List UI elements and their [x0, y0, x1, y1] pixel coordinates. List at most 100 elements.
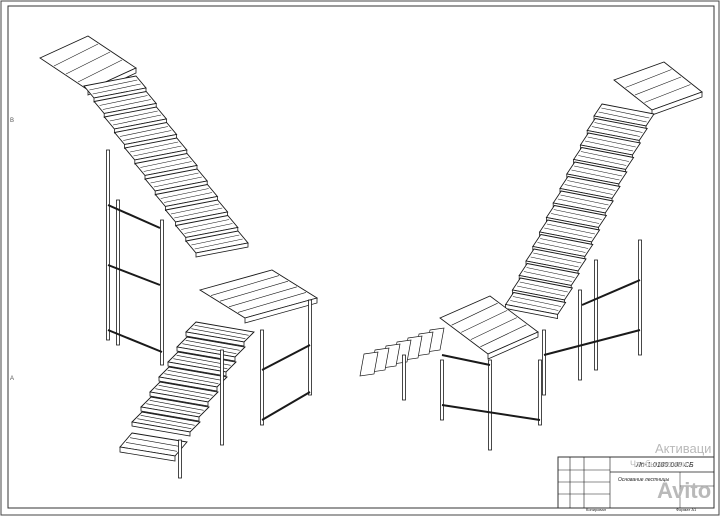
tread-slat	[102, 99, 151, 110]
tread-slat	[191, 328, 246, 339]
title-block	[557, 456, 715, 509]
frame-post	[261, 344, 311, 371]
tread-slat	[140, 415, 195, 426]
frame-post	[178, 439, 182, 479]
tread-slat	[461, 310, 508, 333]
right-staircase	[359, 61, 703, 451]
tread-slat	[587, 136, 636, 148]
frame-post	[261, 391, 311, 421]
frame-post	[107, 264, 161, 286]
tread-slat	[530, 256, 579, 268]
drawing-title: Основание лестницы	[618, 477, 670, 483]
left-staircase	[39, 35, 319, 479]
title-block-frame	[557, 456, 715, 509]
zone-mark-b: В	[10, 118, 15, 124]
tread-slat	[598, 111, 647, 123]
tread-slat	[125, 442, 178, 452]
drawing-designation: Лп-1.0180.000 СБ	[636, 462, 694, 469]
tread-slat	[119, 126, 168, 137]
tread-slat	[644, 84, 691, 103]
tread-slat	[219, 280, 289, 302]
tread-slat	[551, 213, 600, 224]
tread-slat	[184, 223, 233, 234]
tread-slat	[185, 340, 240, 351]
stair-riser	[185, 331, 245, 347]
frame-post	[488, 359, 492, 451]
format-label: Формат А1	[676, 507, 697, 512]
frame-post	[106, 149, 110, 341]
tread-slat	[594, 122, 643, 133]
tread-slat	[150, 172, 199, 184]
stair-riser	[244, 297, 318, 324]
tread-slat	[470, 317, 517, 340]
frame-post	[542, 329, 546, 396]
stair-riser	[140, 406, 200, 422]
tread-slat	[173, 358, 228, 369]
tread-slat	[210, 275, 280, 296]
tread-slat	[574, 165, 623, 177]
stair-riser	[158, 376, 218, 392]
tread-slat	[228, 286, 298, 308]
frame-post	[578, 289, 582, 381]
tread-slat	[140, 157, 189, 168]
stair-riser	[195, 242, 249, 258]
tread-slat	[155, 388, 210, 399]
frame-post	[107, 204, 161, 229]
tread-slat	[167, 370, 222, 381]
tread-slat	[510, 300, 559, 311]
frame-post	[581, 279, 641, 306]
tread-slat	[77, 59, 123, 83]
frame-post	[308, 299, 312, 396]
tread-slat	[567, 180, 616, 191]
tread-slat	[546, 223, 595, 235]
frame-post	[440, 359, 444, 421]
tread-slat	[571, 169, 620, 181]
tread-slat	[540, 238, 589, 249]
tread-slat	[191, 234, 240, 246]
tread-slat	[451, 302, 498, 326]
stair-tread	[198, 269, 319, 319]
tread-slat	[517, 285, 566, 297]
tread-slat	[585, 140, 634, 152]
stair-riser	[131, 421, 191, 437]
frame-post	[160, 219, 164, 366]
tread-slat	[564, 184, 613, 195]
tread-slat	[130, 141, 179, 153]
tread-slat	[143, 161, 192, 172]
frame-post	[116, 199, 120, 346]
tread-slat	[158, 385, 213, 396]
tread-slat	[153, 176, 202, 188]
watermark-line-1: Активаци	[655, 441, 712, 456]
tread-slat	[237, 292, 307, 313]
tread-slat	[89, 79, 138, 91]
tread-slat	[544, 227, 593, 239]
frame-post	[220, 349, 224, 446]
tread-slat	[557, 198, 606, 210]
tread-slat	[480, 324, 527, 348]
tread-slat	[537, 242, 586, 253]
tread-slat	[181, 219, 230, 230]
tread-slat	[553, 209, 602, 220]
tread-slat	[133, 145, 182, 157]
tread-slat	[113, 114, 162, 126]
frame-post	[402, 354, 406, 401]
frame-post	[543, 329, 641, 356]
copied-label: Копировал	[586, 507, 607, 512]
zone-mark-a: А	[10, 376, 15, 382]
tread-slat	[170, 203, 219, 215]
tread-slat	[160, 188, 209, 199]
tread-slat	[53, 43, 99, 67]
watermark-line-2: Чтобы активи	[630, 459, 688, 469]
tread-slat	[578, 155, 627, 166]
winder-step	[359, 351, 379, 377]
tread-slat	[149, 400, 204, 411]
tread-slat	[65, 51, 111, 75]
tread-slat	[523, 271, 572, 282]
tread-slat	[519, 281, 568, 293]
watermark-brand: Avito	[657, 478, 712, 503]
tread-slat	[625, 69, 672, 88]
inner-frame	[7, 5, 715, 509]
tread-slat	[164, 373, 219, 384]
